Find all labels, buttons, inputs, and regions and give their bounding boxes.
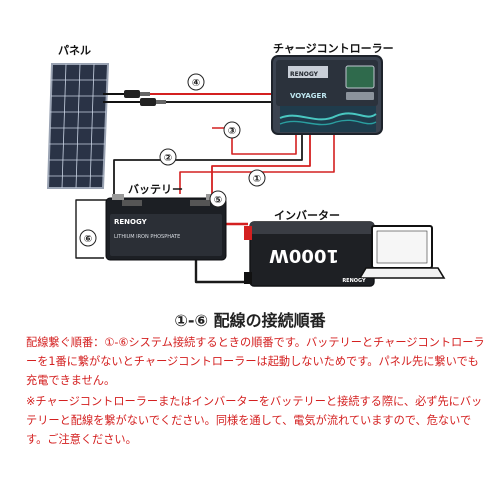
inverter: [244, 221, 375, 287]
battery-type: LITHIUM IRON PHOSPHATE: [114, 234, 180, 240]
step-marker-1: [248, 169, 266, 187]
step-number-4: ④: [192, 78, 200, 89]
controller-label: チャージコントローラー: [273, 42, 394, 55]
step-marker-6: [79, 229, 97, 247]
laptop: [358, 225, 446, 279]
battery-label: バッテリー: [128, 183, 183, 196]
step-marker-2: [159, 148, 177, 166]
step-number-1: ①: [253, 174, 261, 185]
wire-panel-positive: [150, 93, 287, 116]
inverter-brand: RENOGY: [342, 278, 366, 284]
inverter-label: インバーター: [274, 209, 340, 222]
wire-panel-negative: [166, 101, 279, 116]
section-title: ①-⑥ 配線の接続順番: [174, 311, 326, 330]
step-marker-3: [223, 121, 241, 139]
step-number-6: ⑥: [84, 234, 92, 245]
safety-warning: ※チャージコントローラーまたはインバーターをバッテリーと接続する際に、必ず先にバ…: [26, 395, 483, 446]
wire-controller-battery-positive: [211, 132, 311, 194]
battery: [105, 194, 227, 261]
panel-label: パネル: [58, 44, 91, 57]
wire-controller-battery-black: [113, 132, 303, 194]
step-number-3: ③: [228, 126, 236, 137]
battery-brand: RENOGY: [114, 218, 148, 226]
step-marker-5: [209, 190, 227, 208]
controller-model: VOYAGER: [290, 92, 327, 100]
wiring-notes: 配線繋ぐ順番：①-⑥システム接続するときの順番です。バッテリーとチャージコントロ…: [26, 333, 488, 449]
mc4-connector-pair: [103, 90, 166, 106]
inverter-rating: 1000W: [269, 245, 339, 266]
controller-brand: RENOGY: [290, 71, 319, 78]
wire-step-6: [75, 199, 114, 259]
wiring-order-note: 配線繋ぐ順番：①-⑥システム接続するときの順番です。バッテリーとチャージコントロ…: [26, 336, 485, 387]
step-number-2: ②: [164, 153, 172, 164]
step-number-5: ⑤: [214, 195, 222, 206]
solar-panel: [46, 63, 110, 189]
charge-controller: [271, 55, 383, 135]
step-marker-4: [187, 73, 205, 91]
wire-battery-inverter-negative: [194, 260, 244, 284]
